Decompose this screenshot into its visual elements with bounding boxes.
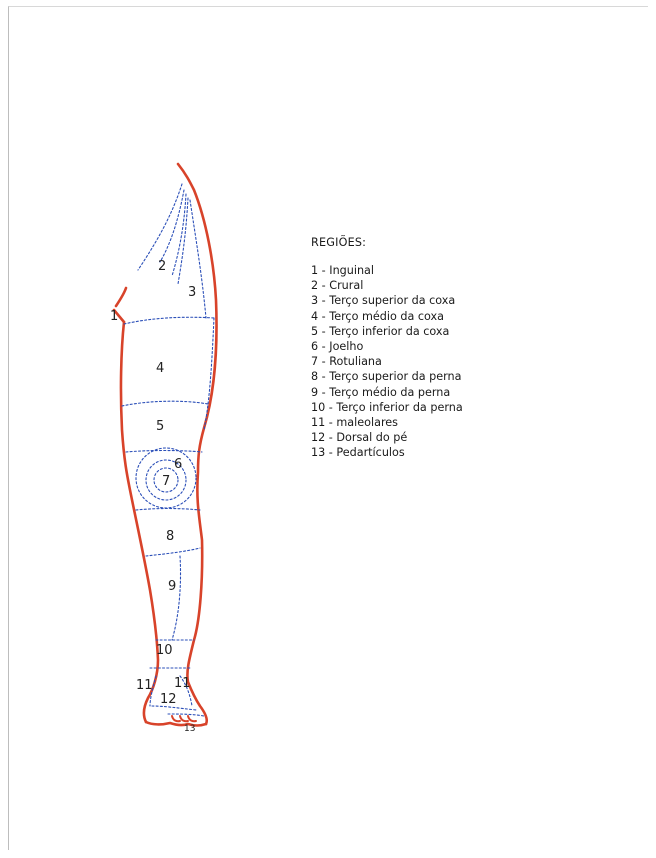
- region-line-shin-middle: [146, 548, 200, 556]
- legend-item: 5 - Terço inferior da coxa: [311, 324, 463, 339]
- legend-item: 9 - Terço médio da perna: [311, 385, 463, 400]
- legend-item: 13 - Pedartículos: [311, 445, 463, 460]
- region-label-8: 8: [166, 529, 174, 544]
- regions-legend: REGIÕES: 1 - Inguinal 2 - Crural 3 - Ter…: [311, 236, 463, 461]
- region-line-shin-vertical: [172, 556, 181, 640]
- region-label-3: 3: [188, 285, 196, 300]
- region-label-5: 5: [156, 419, 164, 434]
- region-label-9: 9: [168, 579, 176, 594]
- legend-title: REGIÕES:: [311, 236, 463, 249]
- region-line-toes-base: [168, 714, 204, 716]
- region-line-thigh-upper: [124, 317, 214, 324]
- legend-item: 8 - Terço superior da perna: [311, 369, 463, 384]
- legend-item: 6 - Joelho: [311, 339, 463, 354]
- leg-outline-left: [116, 288, 158, 722]
- region-line-shin-upper: [136, 509, 200, 511]
- region-label-13: 13: [184, 724, 195, 734]
- leg-outline: [114, 164, 217, 726]
- legend-list: 1 - Inguinal 2 - Crural 3 - Terço superi…: [311, 263, 463, 461]
- region-label-1: 1: [110, 309, 118, 324]
- legend-item: 10 - Terço inferior da perna: [311, 400, 463, 415]
- region-line-thigh-lower: [126, 451, 202, 453]
- region-line-crural-3: [172, 194, 186, 276]
- legend-item: 2 - Crural: [311, 278, 463, 293]
- region-label-11-left: 11: [136, 678, 153, 693]
- region-line-thigh-middle: [122, 401, 208, 406]
- region-label-6: 6: [174, 457, 182, 472]
- legend-item: 12 - Dorsal do pé: [311, 430, 463, 445]
- legend-item: 4 - Terço médio da coxa: [311, 309, 463, 324]
- region-label-4: 4: [156, 361, 164, 376]
- region-line-crural-2: [160, 190, 184, 262]
- legend-item: 11 - maleolares: [311, 415, 463, 430]
- legend-item: 1 - Inguinal: [311, 263, 463, 278]
- legend-item: 7 - Rotuliana: [311, 354, 463, 369]
- leg-outline-toes: [172, 716, 196, 721]
- leg-outline-foot: [146, 722, 206, 726]
- legend-item: 3 - Terço superior da coxa: [311, 293, 463, 308]
- region-label-10: 10: [156, 643, 173, 658]
- region-label-7: 7: [162, 474, 170, 489]
- region-label-2: 2: [158, 259, 166, 274]
- region-label-11-right: 11: [174, 676, 191, 691]
- region-label-12: 12: [160, 692, 177, 707]
